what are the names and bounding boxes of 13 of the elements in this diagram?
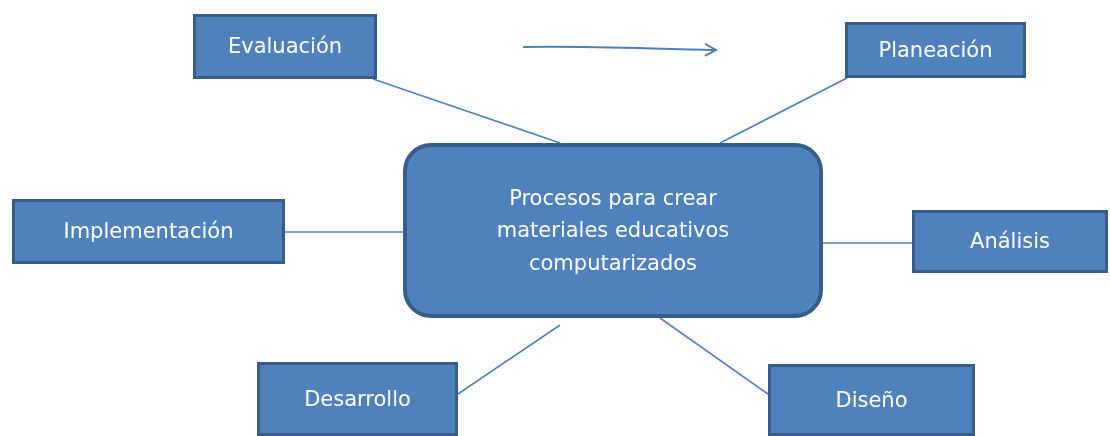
process-box: Diseño	[768, 364, 975, 436]
connector-line	[822, 242, 913, 244]
central-topic-box: Procesos para crear materiales educativos computarizados	[403, 143, 823, 318]
process-box: Análisis	[912, 210, 1108, 273]
process-box: Implementación	[12, 199, 285, 264]
connector-line	[284, 231, 404, 233]
process-box: Evaluación	[193, 14, 377, 79]
connector-line	[457, 324, 561, 395]
connector-line	[659, 317, 769, 395]
connector-line	[719, 77, 848, 144]
process-box: Planeación	[845, 22, 1026, 78]
process-box: Desarrollo	[257, 362, 458, 436]
connector-line	[372, 78, 561, 144]
